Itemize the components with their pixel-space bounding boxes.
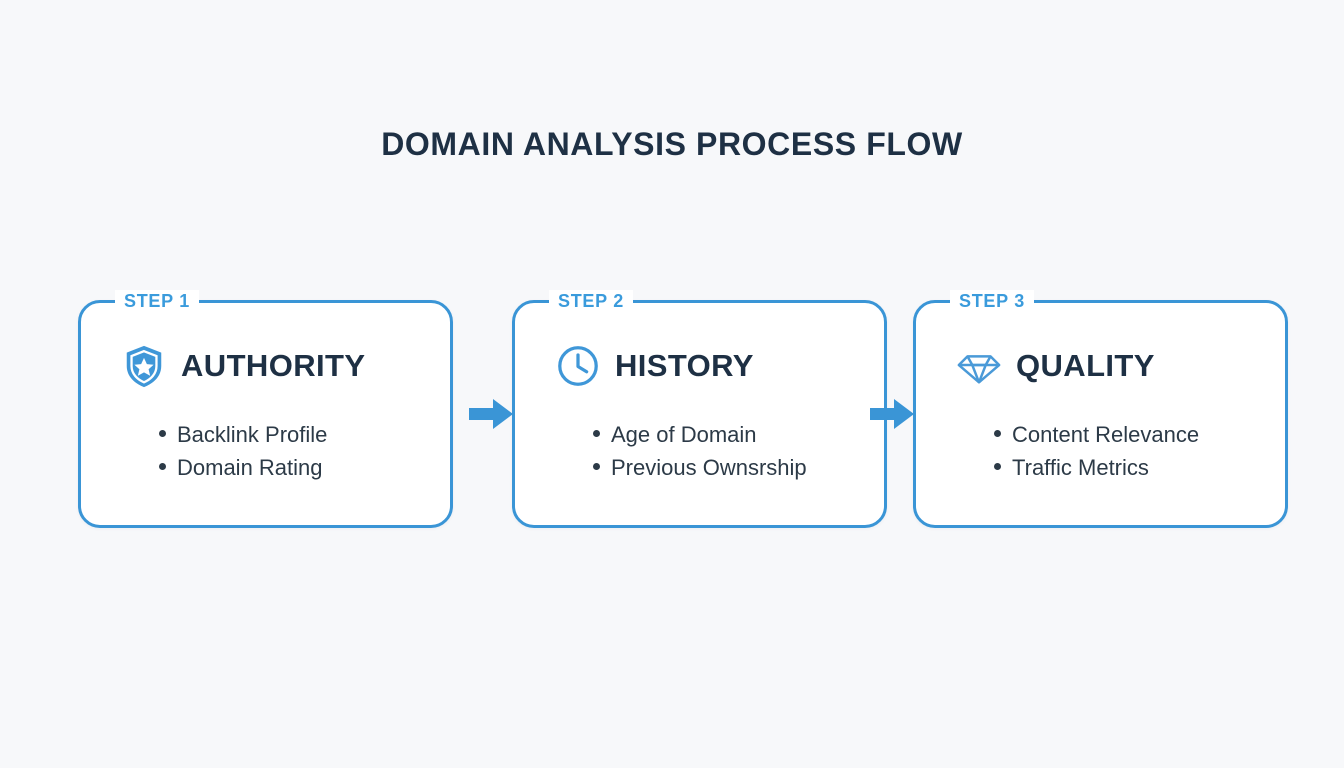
bullet-icon: [159, 463, 166, 470]
bullet-icon: [994, 463, 1001, 470]
process-flow: STEP 1 AUTHORITY Backlink Profile Domain…: [78, 290, 1288, 528]
list-item-label: Age of Domain: [611, 422, 757, 447]
arrow-right-icon: [870, 397, 914, 431]
clock-icon: [555, 343, 601, 389]
list-item: Backlink Profile: [159, 418, 327, 451]
list-item-label: Content Relevance: [1012, 422, 1200, 447]
step-card-history[interactable]: STEP 2 HISTORY Age of Domain Previous Ow…: [512, 290, 887, 528]
step-card-quality[interactable]: STEP 3 QUALITY Content Relevance: [913, 290, 1288, 528]
shield-star-icon: [121, 343, 167, 389]
bullet-icon: [994, 430, 1001, 437]
card-heading: AUTHORITY: [181, 348, 366, 383]
step-label: STEP 2: [549, 290, 633, 312]
list-item: Previous Ownsrship: [593, 451, 807, 484]
diamond-icon: [956, 343, 1002, 389]
card-heading: HISTORY: [615, 348, 754, 383]
list-item: Traffic Metrics: [994, 451, 1199, 484]
list-item: Age of Domain: [593, 418, 807, 451]
arrow-right-icon: [469, 397, 513, 431]
list-item-label: Previous Ownsrship: [611, 455, 807, 480]
list-item-label: Traffic Metrics: [1012, 455, 1149, 480]
card-item-list: Content Relevance Traffic Metrics: [994, 418, 1199, 484]
bullet-icon: [593, 463, 600, 470]
list-item-label: Domain Rating: [177, 455, 323, 480]
bullet-icon: [159, 430, 166, 437]
card-header: AUTHORITY: [121, 343, 365, 389]
list-item: Domain Rating: [159, 451, 327, 484]
page-title: DOMAIN ANALYSIS PROCESS FLOW: [381, 126, 963, 162]
card-header: HISTORY: [555, 343, 754, 389]
list-item-label: Backlink Profile: [177, 422, 328, 447]
step-label: STEP 1: [115, 290, 199, 312]
step-card-authority[interactable]: STEP 1 AUTHORITY Backlink Profile Domain…: [78, 290, 453, 528]
card-item-list: Backlink Profile Domain Rating: [159, 418, 327, 484]
card-heading: QUALITY: [1016, 348, 1155, 383]
list-item: Content Relevance: [994, 418, 1199, 451]
card-item-list: Age of Domain Previous Ownsrship: [593, 418, 807, 484]
step-label: STEP 3: [950, 290, 1034, 312]
card-header: QUALITY: [956, 343, 1155, 389]
bullet-icon: [593, 430, 600, 437]
